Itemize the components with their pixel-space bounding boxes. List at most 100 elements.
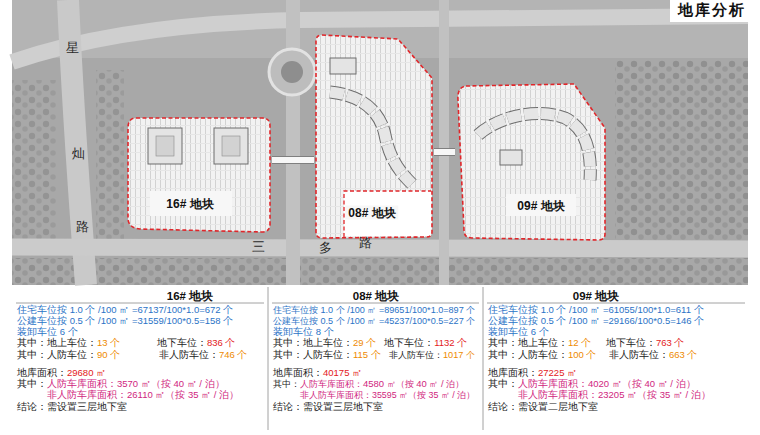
stat-text: 非人防车位： (609, 349, 669, 360)
stat-text: 非人防车库面积：23205 ㎡（按 35 ㎡ / 泊） (518, 389, 711, 400)
plaza (269, 49, 315, 95)
stat-text: 结论：需设置三层地下室 (17, 401, 127, 412)
column-divider (268, 287, 269, 430)
stat-text: 人防车库面积：4580 ㎡（按 40 ㎡ / 泊） (300, 378, 464, 389)
connector-casing (434, 148, 455, 156)
stat-text: 746 个 (219, 349, 248, 360)
stat-text: 763 个 (656, 337, 685, 348)
stat-text: 非人防车位： (159, 349, 219, 360)
label-clearing (344, 191, 431, 236)
plot-subline (344, 191, 431, 237)
road (286, 0, 300, 285)
stat-text: 12 个 (568, 337, 591, 348)
tree-zone (12, 80, 56, 240)
plot-region: 08# 地块 (314, 33, 434, 240)
tree-zone (96, 70, 124, 240)
stat-text: 其中： (17, 378, 47, 389)
block-heading: 16# 地块 (167, 290, 213, 302)
basement-connector (272, 157, 314, 163)
stat-text: 1132 个 (434, 337, 467, 348)
plot-region: 09# 地块 (455, 82, 607, 242)
stat-text: 其中：人防车位： (273, 349, 353, 360)
label-clearing (150, 191, 232, 216)
road (439, 0, 449, 285)
stat-text: 其中：地上车位： (273, 337, 353, 348)
stat-text: 装卸车位 6 个 (488, 326, 549, 337)
plaza-green (281, 61, 303, 83)
stat-text: 结论：需设置三层地下室 (273, 401, 383, 412)
stat-text: 结论：需设置二层地下室 (488, 401, 598, 412)
stat-text: 住宅车位按 1.0 个 /100 ㎡ =61055/100*1.0=611 个 (488, 304, 704, 315)
plot-ground (458, 84, 605, 240)
plot-boundary (458, 84, 605, 240)
heading-rule (272, 303, 479, 304)
road-name: 三 (252, 239, 265, 254)
stat-text: 地下车位： (157, 337, 207, 348)
stat-text: 其中： (273, 378, 300, 389)
stat-text: 地库面积： (17, 367, 67, 378)
road-name: 多 (319, 240, 332, 255)
stat-text: 13 个 (97, 337, 120, 348)
building (156, 136, 174, 156)
stat-text: 人防车库面积：4020 ㎡（按 40 ㎡ / 泊） (518, 378, 696, 389)
stat-text: 公建车位按 0.5 个 /100 ㎡ =29166/100*0.5=146 个 (488, 315, 704, 326)
stat-text: 住宅车位按 1.0 个 /100 ㎡ =89651/100*1.0=897 个 (273, 305, 475, 315)
stat-text: 100 个 (568, 349, 597, 360)
plot-boundary (128, 118, 270, 232)
stat-text: 公建车位按 0.5 个 /100 ㎡ =45237/100*0.5=227 个 (273, 316, 475, 326)
stat-text: 住宅车位按 1.0 个 /100 ㎡ =67137/100*1.0=672 个 (17, 304, 233, 315)
stat-text: 1017 个 (443, 350, 475, 360)
building (330, 58, 356, 74)
stat-text: 27225 ㎡ (538, 367, 577, 378)
building (222, 136, 240, 156)
block-heading: 09# 地块 (573, 290, 619, 302)
plot-boundary (316, 35, 432, 238)
stat-text: 地库面积： (488, 367, 538, 378)
building (500, 150, 522, 165)
plot-name: 08# 地块 (345, 206, 398, 220)
plot-name: 09# 地块 (514, 199, 567, 213)
building (148, 128, 182, 164)
building-row (478, 113, 590, 180)
tree-zone (615, 60, 748, 240)
stat-text: 90 个 (97, 349, 120, 360)
stat-text: 非人防车库面积：35595 ㎡（按 35 ㎡ / 泊） (300, 390, 475, 400)
building (214, 128, 248, 164)
basement-connector (434, 149, 455, 155)
label-clearing (506, 194, 576, 216)
stat-text: 公建车位按 0.5 个 /100 ㎡ =31559/100*0.5=158 个 (17, 315, 233, 326)
stat-text: 非人防车库面积：26110 ㎡（按 35 ㎡ / 泊） (47, 389, 239, 400)
tree-zone (12, 258, 748, 285)
stat-text: 115 个 (353, 349, 381, 360)
heading-rule (16, 303, 264, 304)
road-name: 星 (66, 40, 79, 55)
block-heading: 08# 地块 (353, 290, 399, 302)
stat-text: 非人防车位： (389, 350, 443, 360)
stat-text: 人防车库面积：3570 ㎡（按 40 ㎡ / 泊） (47, 378, 225, 389)
plot-ground (128, 118, 270, 232)
plot-region: 16# 地块 (126, 116, 272, 234)
plot-ground (316, 35, 432, 238)
stat-text: 663 个 (669, 349, 698, 360)
aerial-ground (12, 0, 748, 285)
heading-rule (487, 303, 745, 304)
stat-text: 其中：地上车位： (488, 337, 568, 348)
column-divider (483, 287, 484, 430)
stat-text: 其中：人防车位： (488, 349, 568, 360)
stat-text: 其中： (488, 378, 518, 389)
stat-text: 装卸车位 8 个 (273, 326, 334, 337)
plot-outline-layer (126, 116, 272, 234)
road-name: 路 (76, 219, 89, 234)
road-name: 灿 (72, 146, 85, 161)
stat-text: 其中：地上车位： (17, 337, 97, 348)
page-title: 地库分析 (678, 1, 746, 18)
stat-text: 装卸车位 6 个 (17, 326, 78, 337)
building-row (330, 92, 412, 184)
stat-text: 其中：人防车位： (17, 349, 97, 360)
stat-text: 29680 ㎡ (67, 367, 106, 378)
building-row (478, 113, 590, 180)
plot-outline-layer (455, 82, 607, 242)
road (12, 247, 748, 249)
stat-text: 地下车位： (384, 337, 434, 348)
